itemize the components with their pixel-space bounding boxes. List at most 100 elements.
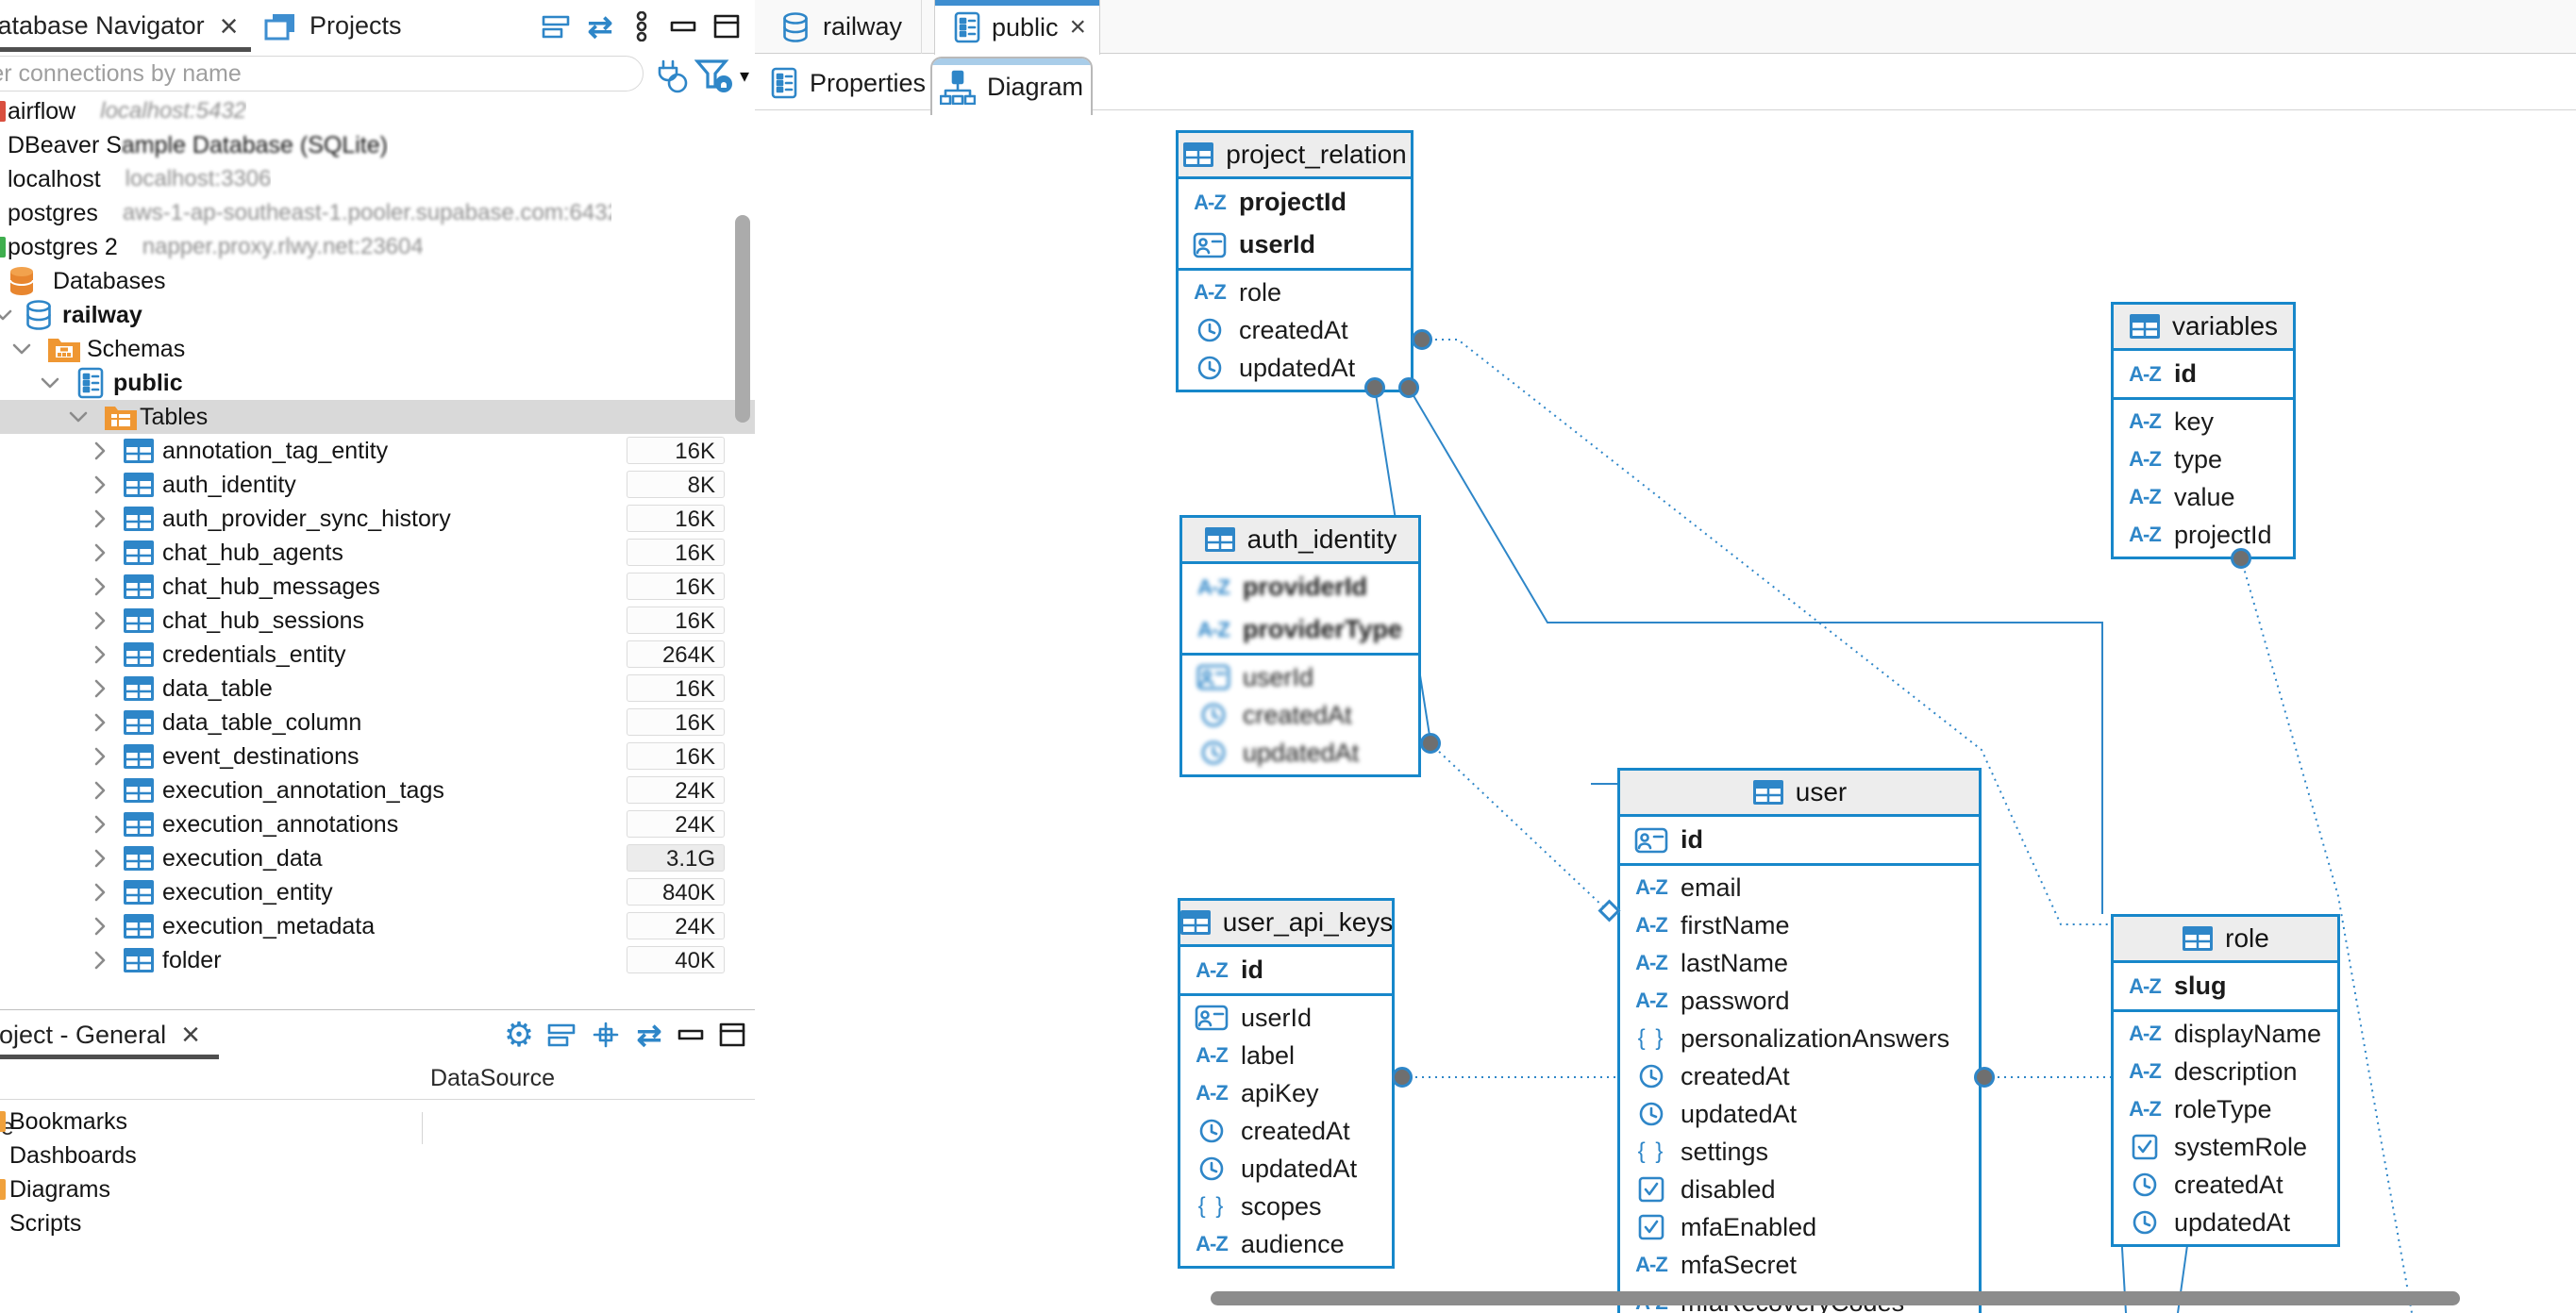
chevron-right-icon[interactable]	[91, 678, 111, 699]
filter-connections-input[interactable]	[0, 56, 644, 91]
chevron-right-icon[interactable]	[91, 848, 111, 869]
chevron-right-icon[interactable]	[91, 610, 111, 631]
entity-column-row[interactable]: id	[1620, 819, 1979, 861]
chevron-right-icon[interactable]	[91, 440, 111, 461]
entity-column-row[interactable]: updatedAt	[1620, 1095, 1979, 1133]
tab-projects[interactable]: Projects	[251, 0, 402, 52]
entity-header[interactable]: role	[2114, 917, 2337, 963]
connector-dot[interactable]	[1398, 377, 1419, 398]
chevron-right-icon[interactable]	[91, 576, 111, 597]
relation-connector[interactable]	[1422, 339, 2111, 925]
entity-column-row[interactable]: updatedAt	[1182, 734, 1418, 772]
minimize-icon[interactable]	[670, 1014, 711, 1055]
tab-railway[interactable]: railway	[761, 0, 923, 54]
entity-header[interactable]: auth_identity	[1182, 518, 1418, 564]
tree-row-railway[interactable]: railway	[0, 298, 755, 332]
relation-connector[interactable]	[2240, 557, 2413, 1313]
connector-dot[interactable]	[1420, 733, 1441, 754]
chevron-right-icon[interactable]	[91, 916, 111, 937]
subtab-properties[interactable]: Properties	[770, 67, 926, 99]
relation-connector[interactable]	[1433, 746, 1605, 908]
column-datasource[interactable]: DataSource	[430, 1065, 556, 1091]
entity-column-row[interactable]: createdAt	[1180, 1112, 1392, 1150]
chevron-right-icon[interactable]	[91, 950, 111, 971]
close-icon[interactable]: ×	[181, 1017, 200, 1053]
expand-all-icon[interactable]	[585, 1014, 627, 1055]
maximize-icon[interactable]	[711, 1014, 753, 1055]
chevron-right-icon[interactable]	[91, 814, 111, 835]
chevron-right-icon[interactable]	[91, 508, 111, 529]
collapse-all-icon[interactable]	[536, 6, 577, 47]
close-icon[interactable]: ×	[1069, 11, 1087, 42]
chevron-right-icon[interactable]	[91, 712, 111, 733]
relation-connector[interactable]	[1408, 387, 2103, 914]
link-with-editor-icon[interactable]: ⇄	[587, 9, 613, 43]
entity-header[interactable]: user_api_keys	[1179, 901, 1393, 947]
entity-column-row[interactable]: systemRole	[2114, 1128, 2337, 1166]
column-divider[interactable]	[422, 1112, 423, 1144]
chevron-right-icon[interactable]	[91, 644, 111, 665]
entity-column-row[interactable]: { }personalizationAnswers	[1620, 1020, 1979, 1057]
chevron-right-icon[interactable]	[91, 542, 111, 563]
tree-row-schemas[interactable]: Schemas	[0, 332, 755, 366]
gear-icon[interactable]: ⚙	[503, 1015, 535, 1054]
entity-header[interactable]: variables	[2114, 305, 2293, 351]
chevron-down-icon[interactable]	[0, 305, 13, 325]
entity-header[interactable]: project_relation	[1179, 133, 1411, 179]
connector-dot[interactable]	[1392, 1067, 1413, 1088]
entity-column-row[interactable]: { }scopes	[1180, 1188, 1392, 1225]
chevron-right-icon[interactable]	[91, 780, 111, 801]
entity-column-row[interactable]: mfaEnabled	[1620, 1208, 1979, 1246]
link-with-editor-icon[interactable]: ⇄	[636, 1018, 662, 1052]
entity-column-row[interactable]: createdAt	[1620, 1057, 1979, 1095]
entity-column-row[interactable]: updatedAt	[2114, 1204, 2337, 1241]
subtab-diagram[interactable]: Diagram	[930, 57, 1093, 115]
chevron-right-icon[interactable]	[91, 474, 111, 495]
tree-row-public[interactable]: public	[0, 366, 755, 400]
navigator-scrollbar[interactable]	[735, 215, 750, 423]
minimize-icon[interactable]	[662, 6, 704, 47]
tab-project-general[interactable]: Project - General ×	[0, 1010, 200, 1059]
collapse-all-icon[interactable]	[542, 1014, 583, 1055]
filter-icon[interactable]	[694, 56, 736, 97]
connector-dot[interactable]	[1412, 329, 1432, 350]
